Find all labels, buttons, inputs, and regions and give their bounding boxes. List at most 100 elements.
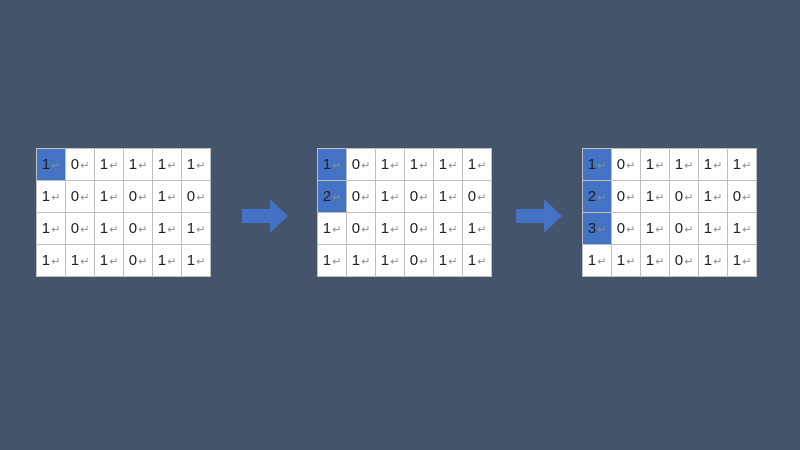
cell-value: 1 [70, 252, 80, 269]
return-mark-icon: ↵ [390, 192, 400, 204]
matrix-row: 1↵0↵1↵1↵1↵1↵ [582, 148, 757, 181]
return-mark-icon: ↵ [448, 224, 458, 236]
matrix-cell: 1↵ [698, 148, 728, 181]
cell-value: 1 [322, 156, 332, 173]
return-mark-icon: ↵ [477, 192, 487, 204]
cell-value: 1 [99, 156, 109, 173]
cell-value: 1 [380, 188, 390, 205]
matrix-cell: 1↵ [181, 148, 211, 181]
matrix-cell: 1↵ [462, 244, 492, 277]
matrix-cell: 0↵ [462, 180, 492, 213]
return-mark-icon: ↵ [361, 192, 371, 204]
return-mark-icon: ↵ [597, 160, 607, 172]
matrix-cell: 1↵ [727, 212, 757, 245]
return-mark-icon: ↵ [742, 256, 752, 268]
matrix-cell: 1↵ [375, 148, 405, 181]
matrix-cell: 0↵ [404, 212, 434, 245]
cell-value: 1 [186, 220, 196, 237]
matrix-cell: 0↵ [404, 244, 434, 277]
cell-value: 1 [467, 252, 477, 269]
cell-value: 0 [351, 156, 361, 173]
matrix-cell: 1↵ [404, 148, 434, 181]
cell-value: 0 [467, 188, 477, 205]
return-mark-icon: ↵ [196, 224, 206, 236]
return-mark-icon: ↵ [742, 224, 752, 236]
matrix-cell: 1↵ [698, 180, 728, 213]
return-mark-icon: ↵ [109, 160, 119, 172]
cell-value: 1 [41, 188, 51, 205]
cell-value: 1 [128, 156, 138, 173]
return-mark-icon: ↵ [626, 192, 636, 204]
matrix-cell: 0↵ [404, 180, 434, 213]
matrix-cell: 1↵ [669, 148, 699, 181]
matrix-cell: 1↵ [346, 244, 376, 277]
matrix-row: 1↵0↵1↵0↵1↵0↵ [36, 180, 211, 213]
matrix-cell: 1↵ [152, 244, 182, 277]
matrix-cell: 1↵ [640, 212, 670, 245]
matrix-cell: 1↵ [462, 212, 492, 245]
matrix-cell: 1↵ [698, 244, 728, 277]
matrix-row: 2↵0↵1↵0↵1↵0↵ [317, 180, 492, 213]
matrix-cell: 1↵ [123, 148, 153, 181]
matrix-cell: 1↵ [582, 148, 612, 181]
cell-value: 0 [128, 188, 138, 205]
return-mark-icon: ↵ [713, 192, 723, 204]
return-mark-icon: ↵ [684, 192, 694, 204]
return-mark-icon: ↵ [332, 192, 342, 204]
cell-value: 0 [128, 252, 138, 269]
return-mark-icon: ↵ [361, 256, 371, 268]
cell-value: 1 [438, 156, 448, 173]
cell-value: 1 [157, 252, 167, 269]
cell-value: 1 [438, 252, 448, 269]
matrix-cell: 1↵ [36, 180, 66, 213]
matrix-cell: 0↵ [727, 180, 757, 213]
matrix-cell: 1↵ [36, 244, 66, 277]
cell-value: 1 [732, 252, 742, 269]
return-mark-icon: ↵ [448, 256, 458, 268]
cell-value: 1 [703, 188, 713, 205]
return-mark-icon: ↵ [390, 160, 400, 172]
matrix-cell: 1↵ [462, 148, 492, 181]
cell-value: 1 [616, 252, 626, 269]
matrix-cell: 1↵ [36, 212, 66, 245]
matrix-cell: 0↵ [123, 212, 153, 245]
cell-value: 0 [186, 188, 196, 205]
matrix-cell: 0↵ [611, 212, 641, 245]
matrix-cell: 0↵ [123, 180, 153, 213]
matrix-cell: 2↵ [317, 180, 347, 213]
return-mark-icon: ↵ [138, 256, 148, 268]
cell-value: 0 [674, 188, 684, 205]
return-mark-icon: ↵ [167, 256, 177, 268]
matrix-step-3: 1↵0↵1↵1↵1↵1↵2↵0↵1↵0↵1↵0↵3↵0↵1↵0↵1↵1↵1↵1↵… [582, 148, 757, 277]
cell-value: 1 [467, 156, 477, 173]
return-mark-icon: ↵ [80, 160, 90, 172]
cell-value: 1 [186, 156, 196, 173]
cell-value: 1 [645, 220, 655, 237]
return-mark-icon: ↵ [448, 160, 458, 172]
return-mark-icon: ↵ [713, 160, 723, 172]
return-mark-icon: ↵ [713, 256, 723, 268]
matrix-cell: 1↵ [94, 244, 124, 277]
matrix-cell: 1↵ [94, 180, 124, 213]
cell-value: 1 [380, 252, 390, 269]
matrix-cell: 0↵ [669, 244, 699, 277]
return-mark-icon: ↵ [597, 224, 607, 236]
cell-value: 1 [99, 220, 109, 237]
matrix-row: 1↵1↵1↵0↵1↵1↵ [582, 244, 757, 277]
return-mark-icon: ↵ [626, 224, 636, 236]
cell-value: 2 [322, 188, 332, 205]
return-mark-icon: ↵ [419, 192, 429, 204]
matrix-cell: 1↵ [152, 148, 182, 181]
matrix-cell: 0↵ [65, 180, 95, 213]
return-mark-icon: ↵ [332, 160, 342, 172]
return-mark-icon: ↵ [655, 256, 665, 268]
cell-value: 1 [409, 156, 419, 173]
matrix-cell: 1↵ [640, 148, 670, 181]
cell-value: 1 [438, 220, 448, 237]
cell-value: 0 [674, 252, 684, 269]
matrix-cell: 0↵ [346, 180, 376, 213]
cell-value: 1 [380, 220, 390, 237]
cell-value: 1 [467, 220, 477, 237]
matrix-cell: 0↵ [181, 180, 211, 213]
return-mark-icon: ↵ [51, 256, 61, 268]
